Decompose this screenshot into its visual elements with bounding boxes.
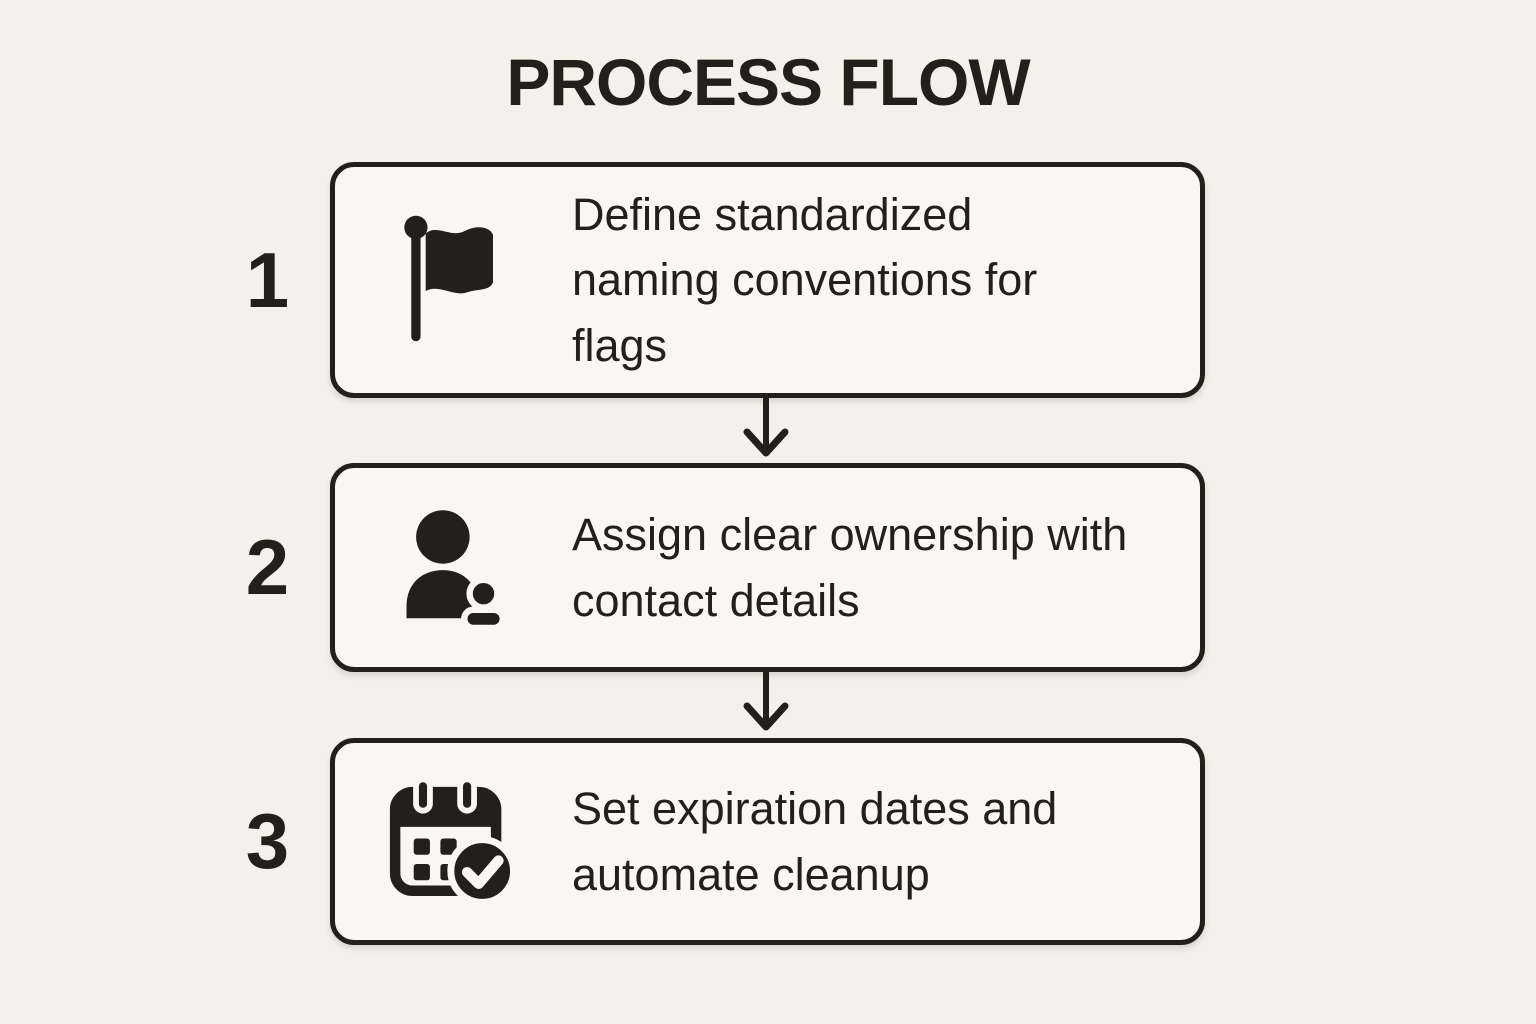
step-2: 2 Assign clear ownership with contact de… — [0, 463, 1536, 672]
person-contact-icon — [387, 508, 517, 628]
step-2-box: Assign clear ownership with contact deta… — [330, 463, 1205, 672]
step-2-label: Assign clear ownership with contact deta… — [572, 509, 1128, 626]
step-1-label: Define standardized naming conventions f… — [572, 189, 1038, 371]
step-3-box: Set expiration dates and automate cleanu… — [330, 738, 1205, 945]
flag-icon — [387, 206, 517, 354]
page-title: PROCESS FLOW — [506, 45, 1030, 119]
step-3-number: 3 — [245, 797, 290, 885]
step-2-number: 2 — [245, 523, 290, 611]
step-1-number: 1 — [245, 235, 290, 324]
flow-arrow-down-icon — [740, 672, 792, 734]
flow-arrow-down-icon — [740, 398, 792, 460]
step-1-box: Define standardized naming conventions f… — [330, 162, 1205, 398]
step-1: 1 Define standardized naming conventions… — [0, 162, 1536, 398]
step-3-label: Set expiration dates and automate cleanu… — [572, 783, 1058, 900]
step-3: 3 Set expiration dates and automate clea… — [0, 738, 1536, 945]
calendar-check-icon — [387, 776, 517, 907]
